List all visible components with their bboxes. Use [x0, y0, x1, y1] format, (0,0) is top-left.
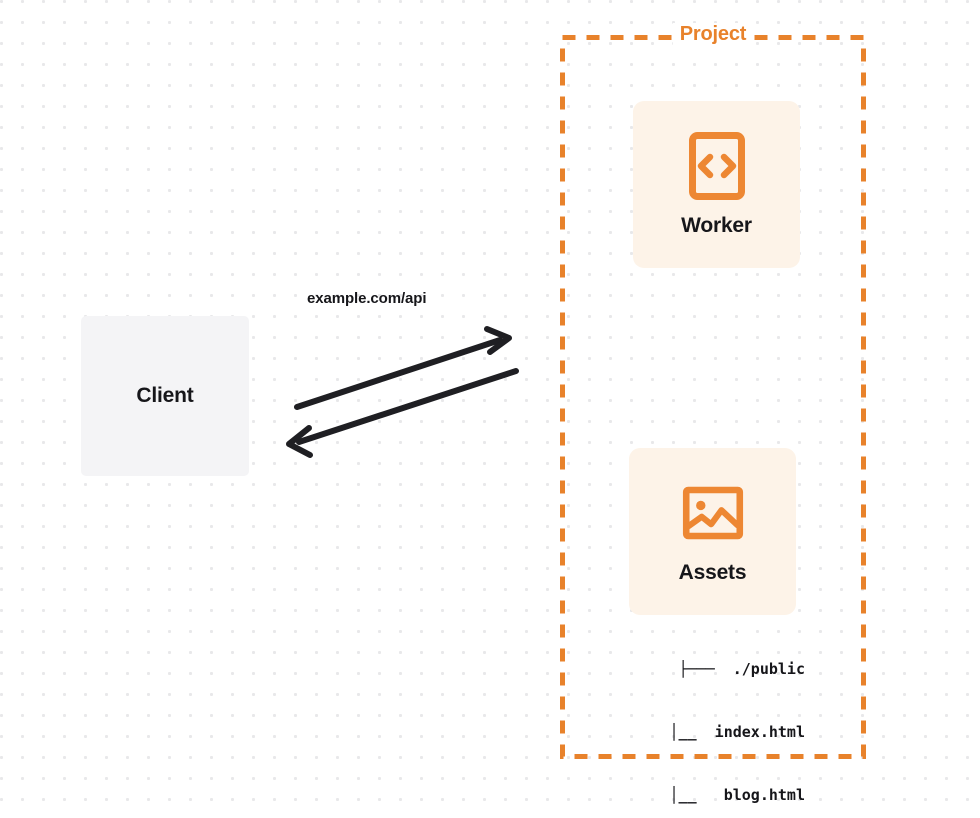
assets-file-tree: ├─── ./public │__ index.html │__ blog.ht… — [560, 617, 805, 818]
request-arrow — [294, 326, 512, 410]
code-brackets-icon — [686, 131, 748, 200]
worker-card-label: Worker — [681, 213, 752, 237]
response-arrow — [286, 368, 519, 458]
worker-card[interactable]: Worker — [633, 101, 800, 268]
client-label: Client — [136, 384, 194, 407]
assets-card[interactable]: Assets — [629, 448, 796, 615]
connection-url-label: example.com/api — [307, 290, 427, 307]
project-title: Project — [672, 23, 754, 46]
file-tree-line: │__ index.html — [642, 723, 805, 741]
file-tree-line: │__ blog.html — [642, 786, 805, 804]
project-container: Project — [560, 23, 866, 759]
image-picture-icon — [682, 479, 744, 547]
client-node[interactable]: Client — [81, 316, 249, 476]
assets-card-label: Assets — [678, 560, 747, 584]
file-tree-line: ├─── ./public — [678, 660, 805, 678]
